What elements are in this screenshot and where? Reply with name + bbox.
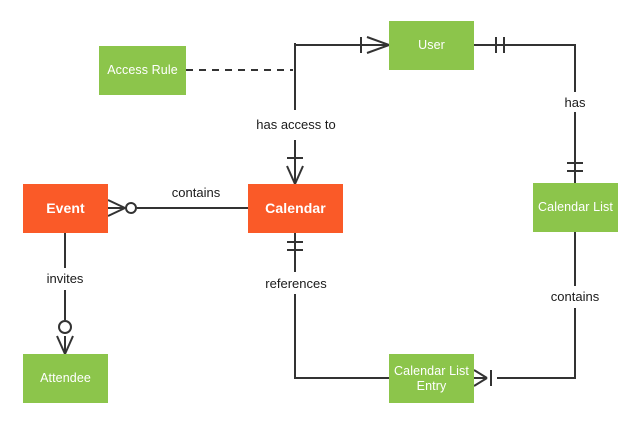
relationship-label-has-access-to: has access to [253,117,339,132]
entity-event-label: Event [46,200,85,216]
crowfoot-attendee-top [56,320,74,355]
entity-calendar-list-entry-label-line2: Entry [416,378,447,393]
crowfoot-calendar-top [286,157,304,185]
connector-calendar-listentry-lower [294,294,389,379]
entity-calendar-list-entry-label-line1: Calendar List [394,363,469,378]
connector-calendarlist-listentry-lower [497,308,576,379]
doublebar-user-right [495,37,505,53]
entity-attendee[interactable]: Attendee [23,354,108,403]
entity-calendar[interactable]: Calendar [248,184,343,233]
entity-calendar-label: Calendar [265,200,326,216]
entity-user-label: User [418,38,445,52]
connector-user-calendarlist [474,44,576,92]
entity-calendar-list-label: Calendar List [538,200,613,214]
relationship-label-contains-event-calendar: contains [168,185,224,200]
entity-calendar-list[interactable]: Calendar List [533,183,618,232]
doublebar-calendar-bottom [287,241,303,251]
entity-event[interactable]: Event [23,184,108,233]
connector-user-calendar [294,43,389,110]
entity-access-rule-label: Access Rule [107,63,178,77]
relationship-label-has: has [561,95,589,110]
crowfoot-event-right [107,199,137,217]
entity-access-rule[interactable]: Access Rule [99,46,186,95]
relationship-label-contains-list-entry: contains [547,289,603,304]
crowfoot-listentry-right [473,369,492,387]
relationship-label-invites: invites [43,271,87,286]
doublebar-calendarlist-top [567,162,583,172]
relationship-label-references: references [262,276,330,291]
entity-calendar-list-entry[interactable]: Calendar List Entry [389,354,474,403]
entity-attendee-label: Attendee [40,371,91,385]
crowfoot-user-left [360,36,390,54]
entity-user[interactable]: User [389,21,474,70]
